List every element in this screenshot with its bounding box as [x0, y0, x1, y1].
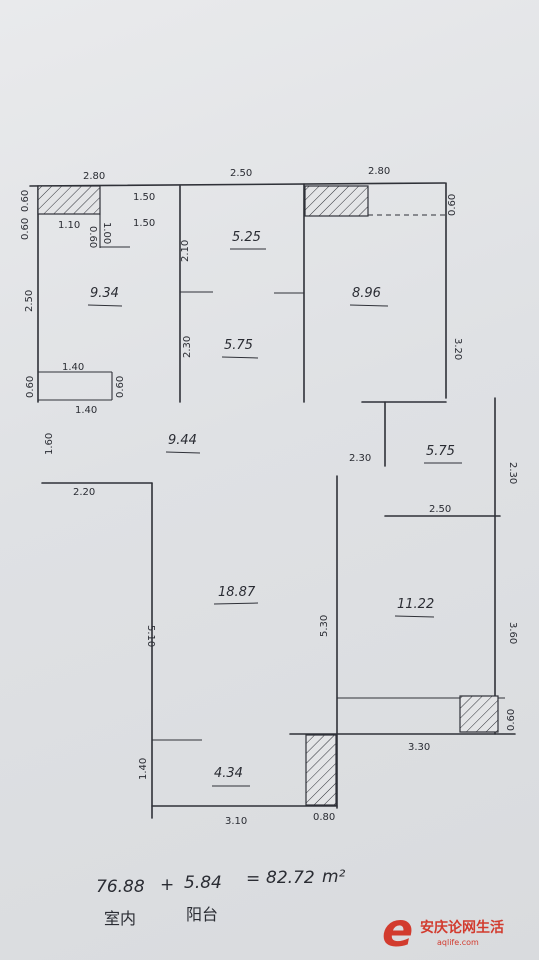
dim-right-top-side: 0.60: [447, 194, 458, 216]
dim-left-inner2: 1.00: [101, 222, 112, 244]
area-top-mid: 5.25: [232, 230, 261, 245]
room-area-labels: 9.34 5.25 5.75 8.96 9.44 5.75 18.87 11.2…: [87, 230, 462, 787]
dim-living-top: 2.20: [73, 487, 95, 498]
dim-room-right-side: 2.30: [507, 462, 518, 484]
dim-bath-left: 0.60: [25, 376, 36, 398]
dim-room-right-top: 2.50: [429, 504, 451, 515]
watermark-logo: e 安庆论网生活 aqlife.com: [382, 903, 504, 957]
dim-kitchen-top: 1.50: [133, 192, 155, 203]
dim-top-left: 2.80: [83, 171, 105, 182]
dim-room-right-side2: 3.60: [507, 622, 518, 644]
area-living: 18.87: [218, 585, 256, 600]
formula-equals: =: [246, 869, 260, 889]
dim-mid-left2: 2.30: [182, 336, 193, 358]
watermark-url: aqlife.com: [437, 938, 479, 947]
area-corridor: 9.44: [168, 433, 197, 448]
area-balcony: 4.34: [214, 766, 243, 781]
dim-bath-right: 0.60: [115, 376, 126, 398]
dim-top-mid: 2.50: [230, 168, 252, 179]
formula-total: 82.72: [266, 868, 315, 888]
area-right-room: 8.96: [352, 286, 381, 301]
dim-bath-top: 1.40: [62, 362, 84, 373]
dim-corr-mid: 2.30: [349, 453, 371, 464]
area-mid-room: 5.75: [224, 338, 253, 353]
dimension-labels: 2.80 2.50 2.80 1.50 1.50 0.60 0.60 1.10 …: [20, 166, 518, 827]
dim-living-right: 5.30: [319, 615, 330, 637]
formula-plus: +: [160, 875, 174, 895]
dim-bal-bottom: 3.10: [225, 816, 247, 827]
dim-bal-right: 0.80: [313, 812, 335, 823]
formula-balcony-label: 阳台: [186, 905, 218, 924]
dim-living-side: 5.10: [145, 625, 156, 647]
dim-room-bottom-side: 0.60: [506, 709, 517, 731]
area-small-right: 5.75: [426, 444, 455, 459]
formula-unit: m²: [322, 867, 346, 887]
dim-bath-bottom: 1.40: [75, 405, 97, 416]
dim-left-inner3: 0.60: [87, 226, 98, 248]
formula-indoor-label: 室内: [104, 909, 136, 928]
dim-left-top: 0.60: [20, 190, 31, 212]
area-formula: 76.88 + 5.84 = 82.72 m² 室内 阳台: [96, 867, 346, 928]
dim-left-inner: 1.10: [58, 220, 80, 231]
formula-indoor: 76.88: [96, 877, 145, 897]
walls: [29, 182, 516, 819]
dim-left-top2: 0.60: [20, 218, 31, 240]
formula-balcony: 5.84: [184, 873, 222, 893]
watermark-letter: e: [382, 903, 413, 957]
dim-bal-side: 1.40: [138, 758, 149, 780]
dim-top-right: 2.80: [368, 166, 390, 177]
area-bedroom: 11.22: [397, 597, 434, 612]
dim-left-side: 2.50: [24, 290, 35, 312]
dim-kitchen-inner: 1.50: [133, 218, 155, 229]
dim-mid-left: 2.10: [180, 240, 191, 262]
hatched-pillars: [37, 185, 499, 806]
dim-left-low: 1.60: [44, 433, 55, 455]
watermark-name: 安庆论网生活: [420, 919, 504, 936]
area-left-room: 9.34: [90, 286, 119, 301]
dim-right-side: 3.20: [452, 338, 463, 360]
dim-room-bottom: 3.30: [408, 742, 430, 753]
